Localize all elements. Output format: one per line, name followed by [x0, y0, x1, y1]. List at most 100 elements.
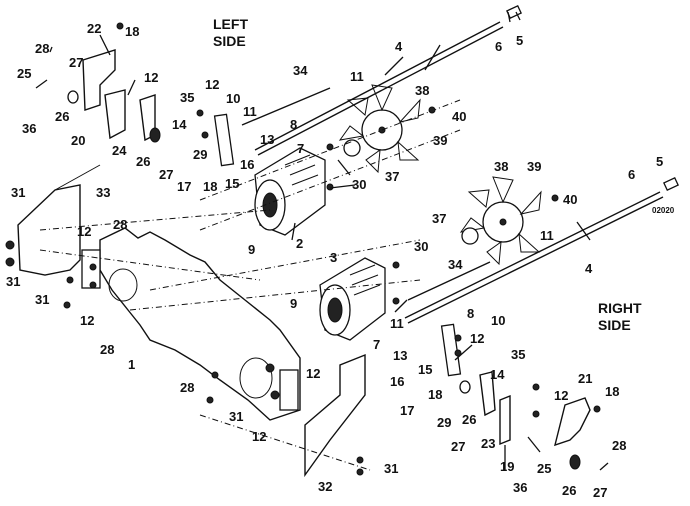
callout-40: 40: [563, 192, 578, 207]
callout-13: 13: [260, 132, 275, 147]
callout-26: 26: [136, 154, 151, 169]
frame-opening: [108, 268, 138, 302]
callout-34: 34: [448, 257, 463, 272]
figure-code: 02020: [652, 206, 675, 215]
callout-6: 6: [495, 39, 503, 54]
callout-27: 27: [159, 167, 174, 182]
callout-27: 27: [593, 485, 608, 500]
callout-35: 35: [511, 347, 526, 362]
callout-1: 1: [128, 357, 136, 372]
callout-11: 11: [243, 104, 257, 119]
callout-28: 28: [113, 217, 128, 232]
pulley-upper: [343, 139, 361, 157]
callout-31: 31: [384, 461, 399, 476]
right-side-label-line1: RIGHT: [598, 300, 642, 316]
callout-29: 29: [193, 147, 208, 162]
callout-36: 36: [513, 480, 528, 495]
callout-22: 22: [87, 21, 102, 36]
callout-20: 20: [71, 133, 86, 148]
callout-9: 9: [248, 242, 256, 257]
callout-40: 40: [452, 109, 467, 124]
control-rod-upper: [254, 21, 501, 151]
bracket-23: [479, 371, 496, 417]
bracket-22: [82, 49, 116, 111]
callout-4: 4: [585, 261, 593, 276]
callout-12: 12: [470, 331, 485, 346]
callout-16: 16: [240, 157, 255, 172]
callout-12: 12: [80, 313, 95, 328]
callout-11: 11: [350, 69, 364, 84]
callout-12: 12: [306, 366, 321, 381]
callout-10: 10: [491, 313, 506, 328]
bracket-20: [104, 89, 126, 140]
frame-opening-lower: [239, 357, 273, 399]
callout-14: 14: [172, 117, 187, 132]
callout-12: 12: [205, 77, 220, 92]
control-arm-lower: [440, 323, 462, 377]
callout-31: 31: [11, 185, 26, 200]
callout-15: 15: [225, 176, 240, 191]
callout-17: 17: [177, 179, 192, 194]
callout-9: 9: [290, 296, 298, 311]
callout-18: 18: [428, 387, 443, 402]
callout-18: 18: [125, 24, 140, 39]
callout-16: 16: [390, 374, 405, 389]
left-side-label-line2: SIDE: [213, 33, 246, 49]
callout-11: 11: [540, 228, 554, 243]
callout-24: 24: [112, 143, 127, 158]
callout-3: 3: [330, 250, 338, 265]
callout-39: 39: [433, 133, 448, 148]
control-arm-upper: [213, 113, 235, 167]
left-side-label: LEFT SIDE: [213, 16, 248, 50]
callout-26: 26: [55, 109, 70, 124]
callout-31: 31: [6, 274, 21, 289]
damper-rod-lower: [407, 261, 491, 301]
callout-31: 31: [35, 292, 50, 307]
callout-23: 23: [481, 436, 496, 451]
cooling-fan-upper: [338, 84, 421, 174]
fasteners: [5, 22, 601, 476]
bracket-right-side: [304, 353, 366, 478]
callout-12: 12: [144, 70, 159, 85]
callout-21: 21: [578, 371, 593, 386]
callout-29: 29: [437, 415, 452, 430]
bracket-left-side: [17, 184, 81, 276]
callout-26: 26: [562, 483, 577, 498]
callout-11: 11: [390, 316, 404, 331]
right-side-label-line2: SIDE: [598, 317, 631, 333]
callout-17: 17: [400, 403, 415, 418]
callout-30: 30: [352, 177, 367, 192]
callout-37: 37: [432, 211, 447, 226]
callout-5: 5: [516, 33, 524, 48]
callout-28: 28: [180, 380, 195, 395]
callout-28: 28: [612, 438, 627, 453]
callout-12: 12: [77, 224, 92, 239]
callout-25: 25: [537, 461, 552, 476]
mount-plate-lower: [279, 369, 299, 411]
right-side-label: RIGHT SIDE: [598, 300, 642, 334]
callout-38: 38: [415, 83, 430, 98]
callout-28: 28: [100, 342, 115, 357]
callout-7: 7: [297, 141, 305, 156]
bracket-19: [499, 394, 511, 446]
pulley-lower: [461, 227, 479, 245]
callout-32: 32: [318, 479, 333, 494]
callout-38: 38: [494, 159, 509, 174]
bracket-21: [554, 397, 591, 447]
callout-18: 18: [605, 384, 620, 399]
callout-35: 35: [180, 90, 195, 105]
callout-31: 31: [229, 409, 244, 424]
hydraulic-pump-left: [254, 147, 326, 236]
callout-18: 18: [203, 179, 218, 194]
control-rod-lower: [404, 191, 661, 319]
callout-5: 5: [656, 154, 664, 169]
callout-10: 10: [226, 91, 241, 106]
callout-2: 2: [296, 236, 304, 251]
callout-6: 6: [628, 167, 636, 182]
callout-30: 30: [414, 239, 429, 254]
left-side-label-line1: LEFT: [213, 16, 248, 32]
hydraulic-pump-right: [319, 257, 386, 341]
callout-39: 39: [527, 159, 542, 174]
